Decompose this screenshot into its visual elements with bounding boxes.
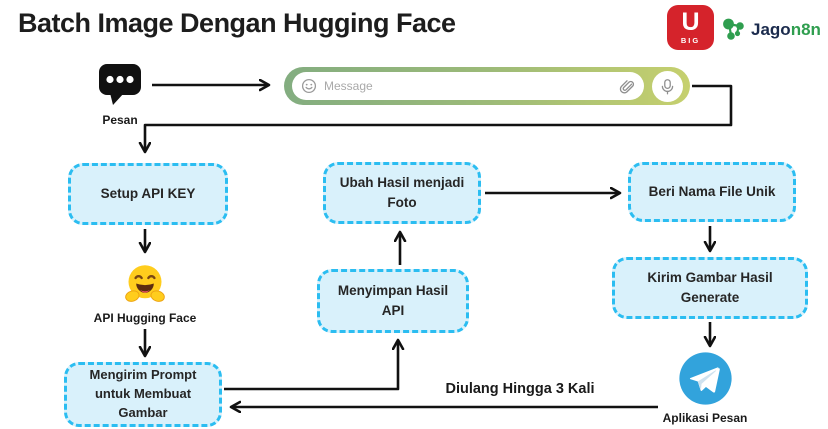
node-label: Mengirim Prompt untuk Membuat Gambar [89, 367, 197, 420]
hugging-face-icon [125, 265, 165, 302]
ubig-logo: U BIG [667, 5, 714, 50]
node-setup-api-key: Setup API KEY [68, 163, 228, 225]
microphone-icon [661, 78, 674, 94]
node-label: Ubah Hasil menjadi Foto [339, 175, 465, 210]
node-beri-nama-file-unik: Beri Nama File Unik [628, 162, 796, 222]
hugging-face-label: API Hugging Face [93, 311, 197, 325]
message-bar [284, 67, 690, 105]
jagon8n-nodes-icon [723, 18, 744, 40]
telegram-icon [678, 352, 732, 405]
arrow-mengirim-to-menyimpan [224, 341, 398, 391]
telegram-app: Aplikasi Pesan [653, 351, 757, 425]
node-label: Beri Nama File Unik [648, 184, 776, 200]
node-label: Menyimpan Hasil API [337, 283, 449, 318]
page-title: Batch Image Dengan Hugging Face [18, 8, 456, 38]
node-mengirim-prompt: Mengirim Prompt untuk Membuat Gambar [64, 362, 222, 427]
chat-message-source: Pesan [96, 62, 144, 127]
loop-annotation: Diulang Hingga 3 Kali [445, 381, 595, 397]
ubig-letter: U [681, 7, 700, 36]
message-input-pill[interactable] [292, 72, 644, 100]
microphone-button[interactable] [652, 70, 683, 102]
hugging-face-api: API Hugging Face [85, 262, 205, 325]
jagon8n-text: Jagon8n [751, 19, 821, 39]
chat-bubble-icon [99, 64, 141, 105]
jagon8n-logo: Jagon8n [720, 16, 821, 43]
telegram-label: Aplikasi Pesan [662, 411, 748, 425]
node-kirim-gambar-hasil-generate: Kirim Gambar Hasil Generate [612, 257, 808, 319]
node-label: Setup API KEY [100, 186, 196, 202]
ubig-sub: BIG [680, 35, 701, 45]
chat-label: Pesan [102, 113, 138, 127]
message-input[interactable] [324, 79, 611, 93]
node-menyimpan-hasil-api: Menyimpan Hasil API [317, 269, 469, 333]
paperclip-icon[interactable] [618, 78, 635, 95]
node-label: Kirim Gambar Hasil Generate [647, 270, 773, 305]
node-ubah-hasil-menjadi-foto: Ubah Hasil menjadi Foto [323, 162, 481, 224]
emoji-icon[interactable] [301, 78, 317, 94]
